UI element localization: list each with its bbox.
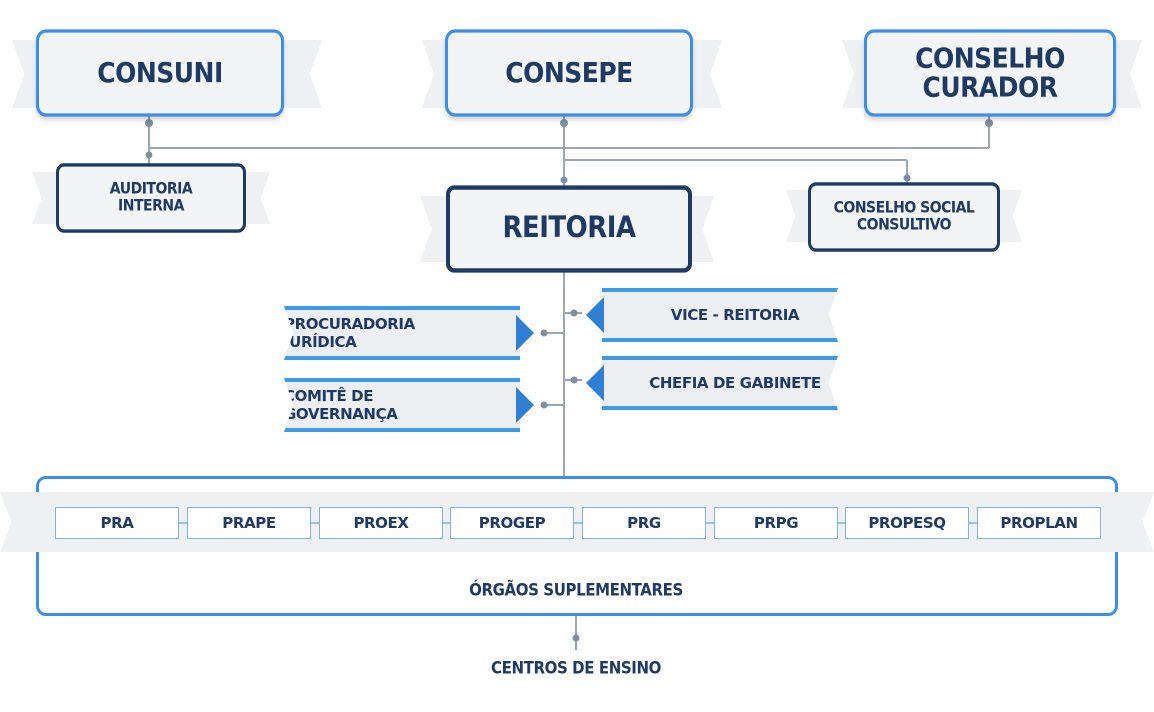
chevron-right-icon	[516, 315, 534, 351]
pro-label: PROEX	[353, 514, 409, 532]
centros-de-ensino-label: CENTROS DE ENSINO	[491, 658, 661, 678]
chevron-left-icon	[586, 365, 604, 401]
consuni-label: CONSUNI	[97, 56, 223, 89]
pro-label: PRA	[100, 514, 134, 532]
connector-dot	[570, 309, 578, 317]
connector-dot	[985, 119, 993, 127]
pro-box-progep: PROGEP	[450, 507, 574, 539]
chefia-gabinete-box: CHEFIA DE GABINETE	[602, 356, 838, 410]
pro-box-proex: PROEX	[319, 507, 443, 539]
conselho-curador-box: CONSELHO CURADOR	[864, 29, 1116, 117]
connector-dot	[570, 376, 578, 384]
connector-dot	[560, 119, 568, 127]
conselho-social-line1: CONSELHO SOCIAL	[833, 199, 975, 218]
consepe-box: CONSEPE	[445, 29, 693, 117]
consuni-box: CONSUNI	[36, 29, 284, 117]
pro-label: PRPG	[753, 514, 799, 532]
pro-box-propesq: PROPESQ	[845, 507, 969, 539]
comite-governanca-box: COMITÊ DE GOVERNANÇA	[284, 378, 520, 432]
procuradoria-label: PROCURADORIA JURÍDICA	[284, 315, 415, 351]
connector-dot	[145, 119, 153, 127]
reitoria-box: REITORIA	[446, 185, 692, 273]
conselho-social-line2: CONSULTIVO	[856, 215, 952, 234]
reitoria-label: REITORIA	[502, 211, 636, 246]
pro-label: PRAPE	[222, 514, 276, 532]
pro-label: PROPLAN	[1000, 514, 1078, 532]
connector-dot	[572, 634, 580, 642]
pro-box-pra: PRA	[55, 507, 179, 539]
pro-box-prg: PRG	[582, 507, 706, 539]
auditoria-line2: INTERNA	[118, 196, 184, 215]
pro-label: PRG	[627, 514, 661, 532]
connector-dot	[540, 401, 548, 409]
auditoria-interna-box: AUDITORIA INTERNA	[56, 163, 246, 233]
procuradoria-juridica-box: PROCURADORIA JURÍDICA	[284, 306, 520, 360]
connector-dot	[560, 176, 568, 184]
pro-box-prpg: PRPG	[714, 507, 838, 539]
conselho-curador-label: CONSELHO CURADOR	[915, 41, 1065, 104]
chevron-right-icon	[516, 387, 534, 423]
pro-label: PROPESQ	[868, 514, 946, 532]
auditoria-line1: AUDITORIA	[109, 180, 193, 199]
orgaos-suplementares-label: ÓRGÃOS SUPLEMENTARES	[469, 580, 683, 600]
vice-reitoria-box: VICE - REITORIA	[602, 288, 838, 342]
comite-label: COMITÊ DE GOVERNANÇA	[284, 387, 398, 423]
conselho-social-box: CONSELHO SOCIAL CONSULTIVO	[808, 182, 1000, 252]
pro-label: PROGEP	[478, 514, 546, 532]
pro-box-proplan: PROPLAN	[977, 507, 1101, 539]
chefia-label: CHEFIA DE GABINETE	[649, 374, 821, 392]
vice-reitoria-label: VICE - REITORIA	[670, 306, 800, 324]
connector-dot	[903, 174, 911, 182]
pro-box-prape: PRAPE	[187, 507, 311, 539]
consepe-label: CONSEPE	[505, 56, 633, 89]
connector-dot	[540, 329, 548, 337]
connector-dot	[145, 151, 153, 159]
chevron-left-icon	[586, 297, 604, 333]
